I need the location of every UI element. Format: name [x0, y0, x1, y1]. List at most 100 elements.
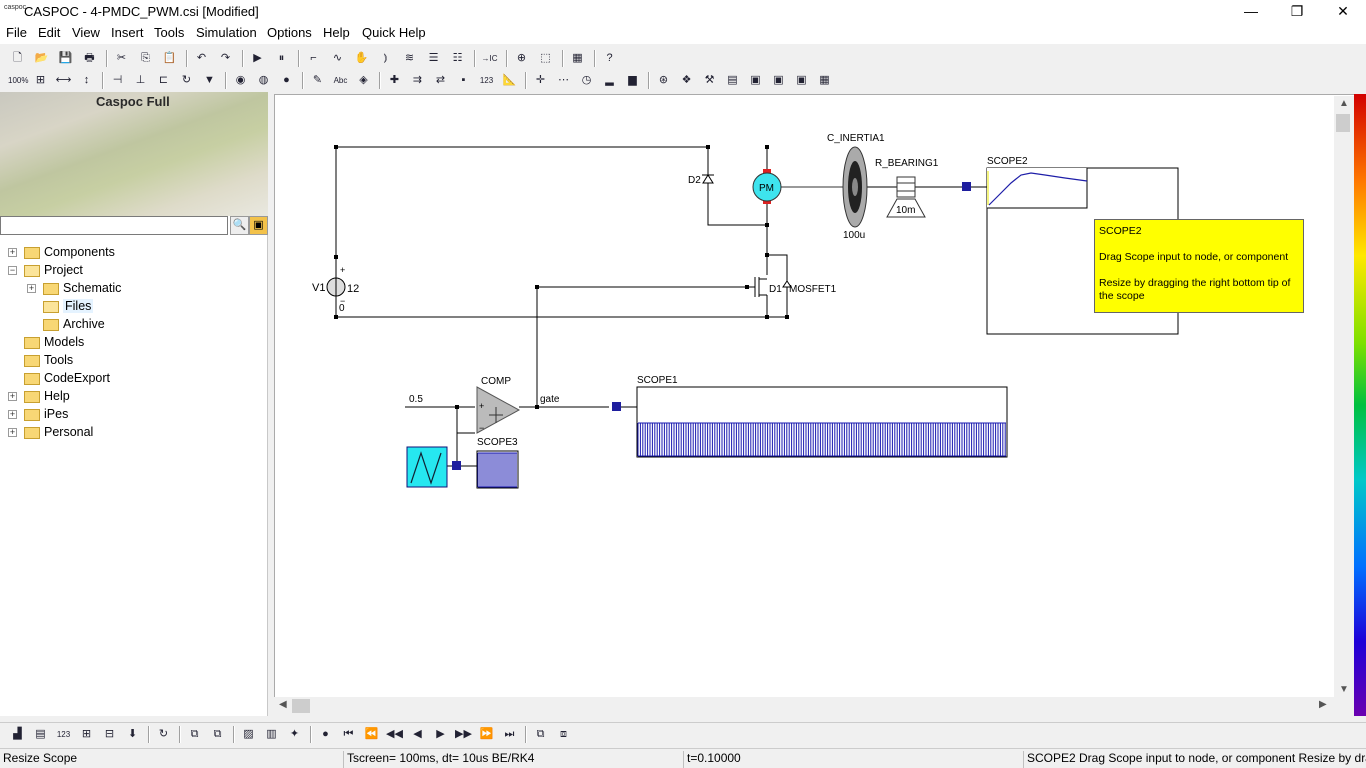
- tree-expander-icon[interactable]: +: [8, 391, 17, 401]
- back-icon[interactable]: ◀◀: [386, 728, 403, 740]
- sheet-icon[interactable]: ▤: [727, 74, 738, 86]
- tree-expander-icon[interactable]: +: [8, 409, 17, 419]
- menu-simulation[interactable]: Simulation: [196, 25, 257, 40]
- probe-icon[interactable]: ▼: [204, 74, 215, 86]
- menu-file[interactable]: File: [6, 25, 27, 40]
- open-icon[interactable]: 📂: [34, 52, 49, 64]
- bt5-icon[interactable]: ⊟: [104, 728, 115, 740]
- run-icon[interactable]: ▶: [253, 52, 262, 64]
- bt1-icon[interactable]: ▟: [13, 728, 22, 740]
- abc-icon[interactable]: Abc: [333, 76, 348, 85]
- bt11-icon[interactable]: ▥: [266, 728, 277, 740]
- record-icon[interactable]: ●: [322, 728, 329, 740]
- numbers-icon[interactable]: 123: [479, 76, 494, 85]
- undo-icon[interactable]: ↶: [196, 52, 207, 64]
- zoom-width-icon[interactable]: ⟷: [55, 74, 72, 86]
- components-icon[interactable]: ❖: [681, 74, 692, 86]
- tree-item-project[interactable]: −Project: [0, 262, 268, 280]
- globe3-icon[interactable]: ●: [283, 74, 290, 86]
- paste-icon[interactable]: 📋: [162, 52, 177, 64]
- vscroll-thumb[interactable]: [1336, 114, 1350, 132]
- tree-item-files[interactable]: Files: [0, 298, 268, 316]
- print-icon[interactable]: 🖶: [84, 52, 95, 64]
- pen-icon[interactable]: ✎: [312, 74, 323, 86]
- move-icon[interactable]: ⊛: [658, 74, 669, 86]
- component-icon[interactable]: ◈: [359, 74, 368, 86]
- tree-item-schematic[interactable]: +Schematic: [0, 280, 268, 298]
- ruler-icon[interactable]: 📐: [502, 74, 517, 86]
- refresh-icon[interactable]: ↻: [158, 728, 169, 740]
- graph-icon[interactable]: ⦆: [383, 52, 388, 64]
- horizontal-scrollbar[interactable]: ◀ ▶: [274, 697, 1334, 715]
- ic-icon[interactable]: →IC: [481, 54, 498, 63]
- block2-icon[interactable]: ▣: [773, 74, 784, 86]
- search-icon[interactable]: 🔍: [230, 216, 249, 235]
- globe2-icon[interactable]: ◍: [258, 74, 269, 86]
- bt4-icon[interactable]: ⊞: [81, 728, 92, 740]
- play-icon[interactable]: ▶: [436, 728, 445, 740]
- maximize-button[interactable]: ❐: [1290, 3, 1304, 19]
- flip-v-icon[interactable]: ⊥: [135, 74, 146, 86]
- windows-icon[interactable]: ⧉: [536, 728, 545, 740]
- bt9-icon[interactable]: ⧉: [213, 728, 222, 740]
- windows2-icon[interactable]: ⧈: [560, 728, 567, 740]
- tree-expander-icon[interactable]: +: [8, 427, 17, 437]
- globe-icon[interactable]: ◉: [235, 74, 246, 86]
- hand-icon[interactable]: ✋: [354, 52, 369, 64]
- tree-item-personal[interactable]: +Personal: [0, 424, 268, 442]
- scroll-left-icon[interactable]: ◀: [279, 699, 287, 710]
- vertical-scrollbar[interactable]: ▲ ▼: [1334, 96, 1354, 699]
- tree-item-codeexport[interactable]: CodeExport: [0, 370, 268, 388]
- cross-icon[interactable]: ✛: [535, 74, 546, 86]
- first-icon[interactable]: ⏮: [343, 728, 354, 740]
- bt3-icon[interactable]: 123: [56, 730, 71, 739]
- zoom-icon[interactable]: ⊕: [516, 52, 527, 64]
- tree-item-models[interactable]: Models: [0, 334, 268, 352]
- bars-icon[interactable]: ▆: [628, 74, 637, 86]
- menu-help[interactable]: Help: [323, 25, 350, 40]
- redo-icon[interactable]: ↷: [220, 52, 231, 64]
- tool-icon[interactable]: ⚒: [704, 74, 715, 86]
- wand-icon[interactable]: ✦: [289, 728, 300, 740]
- save-icon[interactable]: 💾: [58, 52, 73, 64]
- layout-icon[interactable]: ▦: [572, 52, 583, 64]
- scroll-up-icon[interactable]: ▲: [1339, 98, 1349, 109]
- hscroll-thumb[interactable]: [292, 699, 310, 713]
- tree-item-help[interactable]: +Help: [0, 388, 268, 406]
- library-icon[interactable]: ▣: [249, 216, 268, 235]
- flip-h-icon[interactable]: ⊣: [112, 74, 123, 86]
- rotate-icon[interactable]: ↻: [181, 74, 192, 86]
- scroll-down-icon[interactable]: ▼: [1339, 684, 1349, 695]
- block-icon[interactable]: ▪: [461, 74, 466, 86]
- mirror-icon[interactable]: ⊏: [158, 74, 169, 86]
- menu-view[interactable]: View: [72, 25, 100, 40]
- arrows2-icon[interactable]: ⇄: [435, 74, 446, 86]
- menu-insert[interactable]: Insert: [111, 25, 144, 40]
- clock-icon[interactable]: ◷: [581, 74, 592, 86]
- tree-expander-icon[interactable]: −: [8, 265, 17, 275]
- export-icon[interactable]: ⬚: [540, 52, 551, 64]
- zoom-fit-icon[interactable]: ⊞: [35, 74, 46, 86]
- library-search-input[interactable]: [0, 216, 228, 235]
- copy-icon[interactable]: ⎘: [141, 52, 150, 64]
- close-button[interactable]: ✕: [1337, 3, 1349, 19]
- wire-icon[interactable]: ⌐: [310, 52, 317, 64]
- tree-item-ipes[interactable]: +iPes: [0, 406, 268, 424]
- help-icon[interactable]: ?: [606, 52, 613, 64]
- arrows-icon[interactable]: ⇉: [412, 74, 423, 86]
- bar-icon[interactable]: ▂: [605, 74, 614, 86]
- scroll-right-icon[interactable]: ▶: [1319, 699, 1327, 710]
- bt6-icon[interactable]: ⬇: [127, 728, 138, 740]
- tree-expander-icon[interactable]: +: [8, 247, 17, 257]
- block1-icon[interactable]: ▣: [750, 74, 761, 86]
- tree-item-tools[interactable]: Tools: [0, 352, 268, 370]
- schematic-canvas[interactable]: V1 12 + − 0 D2 PM: [274, 94, 1354, 697]
- minimize-button[interactable]: —: [1244, 3, 1258, 19]
- tree-item-components[interactable]: +Components: [0, 244, 268, 262]
- last-icon[interactable]: ⏭: [504, 728, 515, 740]
- list2-icon[interactable]: ☷: [452, 52, 463, 64]
- zoom-height-icon[interactable]: ↕: [83, 74, 90, 86]
- cut-icon[interactable]: ✂: [116, 52, 127, 64]
- fast-back-icon[interactable]: ⏪: [364, 728, 379, 740]
- new-icon[interactable]: 🗋: [13, 52, 22, 64]
